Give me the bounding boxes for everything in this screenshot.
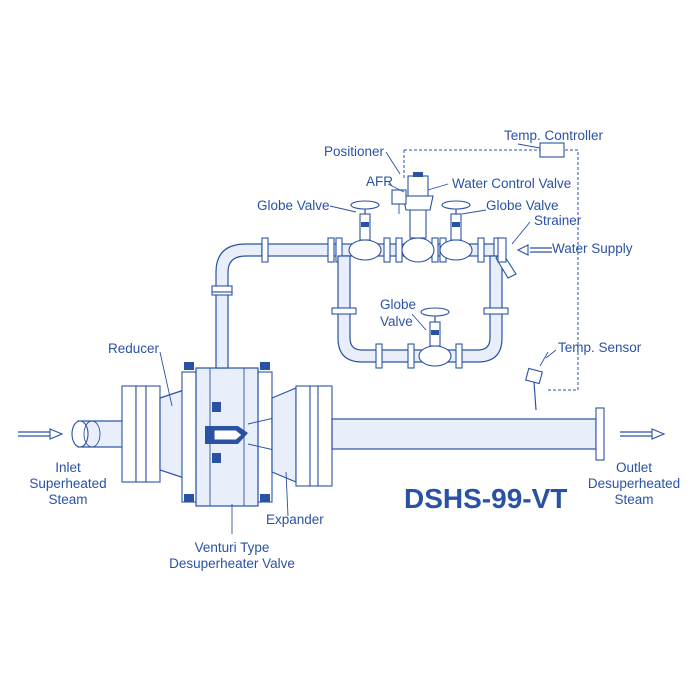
label-inlet-1: Inlet <box>55 460 81 475</box>
vertical-injection-pipe <box>211 243 263 369</box>
expander <box>271 387 297 483</box>
inlet-arrow <box>18 428 64 440</box>
label-outlet-2: Desuperheated <box>588 476 680 491</box>
bypass-loop <box>331 255 509 369</box>
label-expander: Expander <box>266 512 324 527</box>
outlet-flange <box>295 385 333 487</box>
label-venturi-2: Desuperheater Valve <box>169 556 295 571</box>
label-reducer: Reducer <box>108 341 160 356</box>
inlet-pipe <box>71 420 129 448</box>
label-inlet-2: Superheated <box>29 476 106 491</box>
globe-valve-left <box>348 200 382 261</box>
label-globe-valve-bottom-2: Valve <box>380 314 413 329</box>
outlet-pipe <box>331 407 605 461</box>
leader-lines <box>159 143 557 534</box>
label-water-control-valve: Water Control Valve <box>452 176 571 191</box>
venturi-body <box>181 362 301 507</box>
temp-sensor <box>525 351 549 411</box>
label-temp-controller: Temp. Controller <box>504 128 604 143</box>
label-positioner: Positioner <box>324 144 385 159</box>
label-water-supply: Water Supply <box>552 241 633 256</box>
label-venturi-1: Venturi Type <box>195 540 270 555</box>
globe-valve-right <box>439 200 473 261</box>
control-signal-lines <box>403 142 579 391</box>
outlet-arrow <box>620 428 666 440</box>
water-control-valve <box>391 172 435 263</box>
label-globe-valve-left: Globe Valve <box>257 198 330 213</box>
label-strainer: Strainer <box>534 213 582 228</box>
label-inlet-3: Steam <box>48 492 87 507</box>
strainer <box>495 237 517 279</box>
water-supply-arrow <box>516 244 552 256</box>
label-outlet-3: Steam <box>614 492 653 507</box>
label-afr: AFR <box>366 174 393 189</box>
label-globe-valve-bottom-1: Globe <box>380 297 416 312</box>
label-outlet-1: Outlet <box>616 460 652 475</box>
globe-valve-bottom <box>418 307 452 367</box>
label-globe-valve-right: Globe Valve <box>486 198 559 213</box>
inlet-flange <box>121 385 161 483</box>
label-temp-sensor: Temp. Sensor <box>558 340 642 355</box>
diagram-title: DSHS-99-VT <box>404 483 567 514</box>
